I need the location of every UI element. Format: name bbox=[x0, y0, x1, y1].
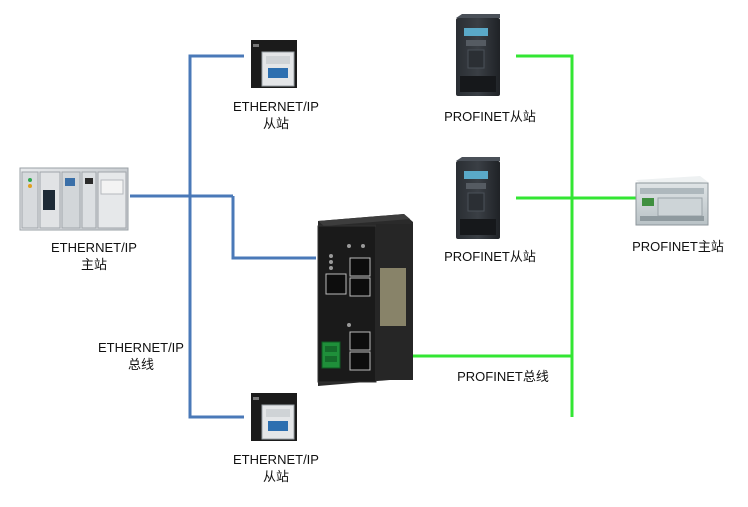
eip-slave-bottom-image bbox=[251, 393, 297, 441]
pn-slave-1-drive-image bbox=[456, 14, 500, 96]
eip-bus-label-line2: 总线 bbox=[127, 357, 154, 372]
pn-slave-2-label-text: PROFINET从站 bbox=[444, 249, 536, 264]
gateway-profinet-ports bbox=[349, 331, 371, 371]
eip-master-label-line2: 主站 bbox=[80, 257, 107, 272]
pn-bus-label: PROFINET总线 bbox=[443, 368, 563, 385]
pn-master-label-text: PROFINET主站 bbox=[632, 239, 724, 254]
ethernet-ip-bus-lines bbox=[130, 54, 316, 419]
eip-master-plc-image bbox=[19, 167, 129, 231]
eip-slave-bottom-label-line2: 从站 bbox=[262, 469, 289, 484]
eip-bus-label-line1: ETHERNET/IP bbox=[98, 340, 184, 355]
eip-gateway-link bbox=[231, 196, 316, 260]
gateway-device-image bbox=[317, 214, 413, 386]
eip-master-label: ETHERNET/IP 主站 bbox=[44, 239, 144, 273]
eip-slave-bottom-label-line1: ETHERNET/IP bbox=[233, 452, 319, 467]
eip-slave-top-label: ETHERNET/IP 从站 bbox=[226, 98, 326, 132]
pn-slave-1-label-text: PROFINET从站 bbox=[444, 109, 536, 124]
pn-slave-2-label: PROFINET从站 bbox=[430, 248, 550, 265]
gateway-power-terminal bbox=[321, 341, 341, 369]
pn-master-plc-image bbox=[635, 176, 709, 226]
eip-slave-top-label-line2: 从站 bbox=[262, 116, 289, 131]
pn-bus-label-text: PROFINET总线 bbox=[457, 369, 549, 384]
eip-slave-bottom-label: ETHERNET/IP 从站 bbox=[226, 451, 326, 485]
pn-slave-2-drive-image bbox=[456, 157, 500, 239]
eip-master-label-line1: ETHERNET/IP bbox=[51, 240, 137, 255]
pn-slave-1-label: PROFINET从站 bbox=[430, 108, 550, 125]
eip-slave-top-label-line1: ETHERNET/IP bbox=[233, 99, 319, 114]
gateway-status-leds bbox=[329, 244, 365, 327]
pn-trunk bbox=[516, 54, 574, 417]
eip-trunk bbox=[188, 54, 244, 419]
pn-master-label: PROFINET主站 bbox=[620, 238, 736, 255]
eip-bus-label: ETHERNET/IP 总线 bbox=[91, 339, 191, 373]
gateway-eip-ports bbox=[325, 257, 371, 297]
profinet-bus-lines bbox=[413, 54, 636, 417]
eip-slave-top-image bbox=[251, 40, 297, 88]
